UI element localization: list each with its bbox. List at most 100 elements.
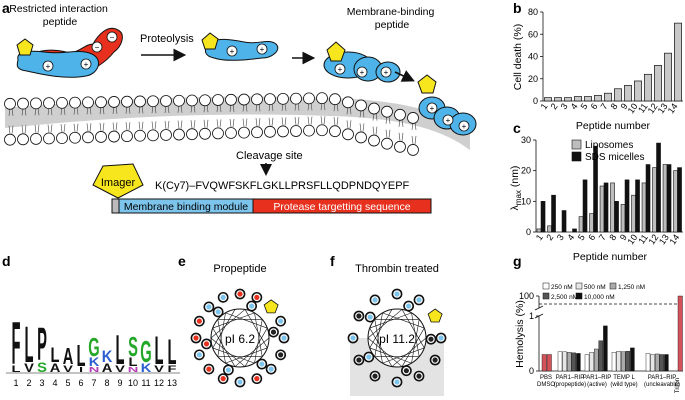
chart-g-xtick-label: Triton bbox=[675, 378, 681, 393]
chart-b-bar bbox=[554, 97, 562, 102]
imager-pentagon-icon bbox=[427, 308, 443, 323]
logo-letter: N bbox=[128, 367, 139, 374]
chart-c-xtick-label: 12 bbox=[646, 232, 660, 246]
membrane-label-line1: Membrane-binding bbox=[347, 6, 435, 18]
lipid-head-icon bbox=[316, 124, 328, 137]
imager-label: Imager bbox=[101, 177, 136, 189]
logo-letter: S bbox=[37, 360, 47, 376]
logo-letter: L bbox=[155, 330, 164, 374]
logo-position-label: 6 bbox=[78, 378, 83, 388]
chart-c-legend-label: SDS micelles bbox=[585, 152, 644, 163]
lipid-head-icon bbox=[238, 126, 250, 139]
logo-letter: L bbox=[51, 343, 60, 366]
chart-c-bar bbox=[610, 182, 615, 233]
lipid-head-icon bbox=[95, 131, 107, 143]
chart-g-bar bbox=[589, 352, 594, 372]
lipid-head-icon bbox=[290, 92, 302, 105]
lipid-head-icon bbox=[316, 92, 328, 105]
chart-g-legend-swatch bbox=[575, 282, 583, 290]
chart-b-xlabel: Peptide number bbox=[576, 120, 651, 132]
protease-module-box bbox=[252, 198, 432, 214]
chart-g-bar bbox=[567, 352, 572, 372]
residue-core-icon bbox=[372, 297, 378, 303]
helical-wheel-propeptide bbox=[190, 288, 290, 388]
imager-pentagon-icon bbox=[16, 38, 34, 56]
chart-g-legend-swatch bbox=[542, 282, 550, 290]
chart-c-xtick-label: 2 bbox=[544, 232, 555, 242]
residue-core-icon bbox=[394, 291, 400, 297]
chart-b-bar bbox=[564, 97, 572, 102]
logo-letter: A bbox=[50, 361, 61, 374]
chart-b-xtick-label: 13 bbox=[656, 101, 670, 115]
logo-position-label: 12 bbox=[154, 378, 164, 388]
membrane-module-label: Membrane binding module bbox=[124, 201, 248, 213]
helical-peptide-icon: + + + bbox=[323, 41, 401, 83]
chart-g-legend-swatch bbox=[542, 292, 550, 300]
residue-core-icon bbox=[366, 354, 372, 360]
lipid-head-icon bbox=[30, 97, 42, 110]
lipid-head-icon bbox=[82, 131, 94, 144]
lipid-head-icon bbox=[30, 133, 42, 145]
lipid-head-icon bbox=[381, 105, 393, 118]
lipid-head-icon bbox=[173, 128, 185, 141]
panel-a: a Restricted interaction peptide + + − −… bbox=[2, 0, 477, 214]
chart-b-bar bbox=[624, 85, 632, 102]
panel-g-letter: g bbox=[513, 253, 522, 269]
imager-pentagon-icon bbox=[263, 299, 279, 314]
chart-c-bar bbox=[641, 182, 647, 233]
helical-wheel-thrombin bbox=[347, 288, 447, 388]
chart-g-bar bbox=[650, 354, 655, 372]
chart-b-xtick-label: 9 bbox=[619, 101, 630, 111]
chart-g-bar bbox=[598, 340, 603, 372]
chart-c-bar bbox=[652, 167, 657, 233]
residue-core-icon bbox=[237, 291, 243, 297]
propeptide-title: Propeptide bbox=[213, 263, 266, 275]
chart-g-legend-swatch bbox=[575, 292, 583, 300]
lipid-head-icon bbox=[121, 95, 133, 108]
lipid-head-icon bbox=[342, 128, 354, 141]
chart-g-legend-label: 10,000 nM bbox=[584, 294, 615, 301]
lipid-head-icon bbox=[381, 137, 393, 150]
residue-core-icon bbox=[237, 379, 243, 385]
chart-b-xtick-label: 7 bbox=[599, 101, 610, 111]
lipid-head-icon bbox=[43, 132, 55, 145]
lipid-head-icon bbox=[160, 95, 172, 107]
chart-b-xtick-label: 10 bbox=[626, 101, 640, 115]
lipid-head-icon bbox=[17, 133, 29, 146]
chart-g-xtick-label: TEMP L(wild type) bbox=[610, 375, 637, 388]
chart-c-bar bbox=[572, 228, 577, 233]
panel-a-letter: a bbox=[2, 0, 10, 16]
residue-core-icon bbox=[203, 341, 210, 347]
sequence-text: K(Cy7)–FVQWFSKFLGKLLPRSFLLQDPNDQYEPF bbox=[155, 180, 410, 192]
lipid-head-icon bbox=[199, 127, 211, 140]
chart-g-bar bbox=[616, 351, 621, 372]
lipid-head-icon bbox=[355, 99, 367, 112]
lipid-head-icon bbox=[69, 131, 81, 144]
chart-g-xtick-label: PAR1–RIP(uncleavable) bbox=[644, 375, 680, 388]
chart-b-bar bbox=[594, 95, 602, 102]
chart-g-legend-swatch bbox=[609, 282, 617, 290]
chart-b-xtick-label: 3 bbox=[559, 101, 570, 111]
lipid-head-icon bbox=[4, 97, 16, 110]
residue-core-icon bbox=[220, 294, 226, 300]
residue-core-icon bbox=[428, 336, 434, 342]
chart-c-bar bbox=[631, 194, 636, 233]
chart-c-xtick-label: 4 bbox=[565, 232, 576, 242]
chart-g-bar bbox=[645, 353, 651, 372]
logo-letter: L bbox=[168, 333, 177, 372]
logo-letter: P bbox=[37, 320, 47, 371]
membrane-label-line2: peptide bbox=[375, 19, 410, 31]
chart-g-legend-label: 500 nM bbox=[584, 284, 606, 291]
chart-g-xtick-label: PAR1–RIP(active) bbox=[583, 375, 612, 388]
residue-core-icon bbox=[281, 335, 287, 341]
lipid-head-icon bbox=[56, 132, 68, 145]
restricted-label-line2: peptide bbox=[43, 16, 78, 28]
residue-core-icon bbox=[196, 352, 202, 358]
chart-b-bar bbox=[604, 92, 612, 102]
residue-core-icon bbox=[215, 309, 221, 315]
lipid-head-icon bbox=[134, 129, 146, 142]
chart-g-legend-label: 250 nM bbox=[551, 284, 573, 291]
lipid-head-icon bbox=[56, 96, 68, 109]
